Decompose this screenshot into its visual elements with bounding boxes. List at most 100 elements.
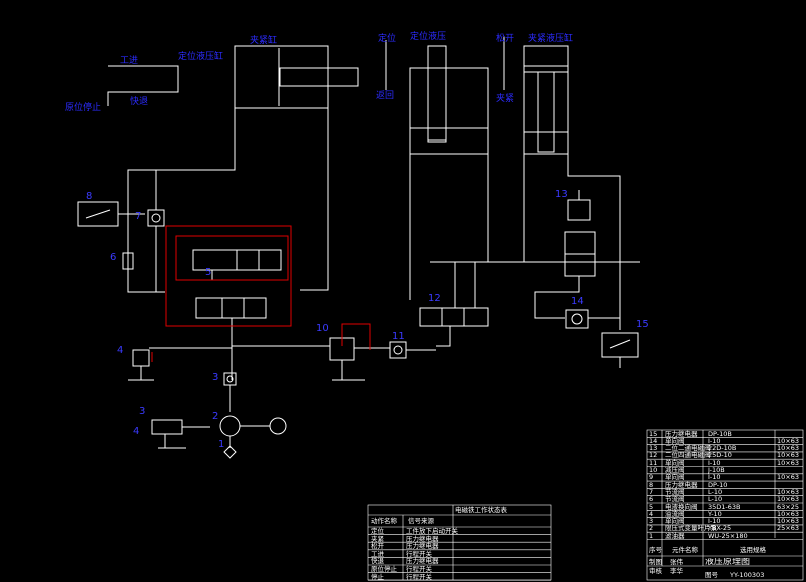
parts-cell: 7 <box>649 487 654 496</box>
label-work: 工进 <box>120 56 139 66</box>
action-table-title: 电磁铁工作状态表 <box>455 506 507 514</box>
parts-cell: 5 <box>649 502 654 511</box>
label-clamp-cyl: 夹紧缸 <box>250 36 278 46</box>
parts-cell: 节流阀 <box>665 487 685 496</box>
parts-cell: 12 <box>649 451 658 460</box>
footer-name: 元件名称 <box>672 546 698 554</box>
action-cell: 压力继电器 <box>406 534 439 543</box>
parts-cell: 10×63 <box>777 458 799 467</box>
parts-cell: 单向阀 <box>665 458 685 467</box>
action-cell: 快退 <box>371 557 384 566</box>
num-2: 2 <box>212 411 219 422</box>
action-cell: 行程开关 <box>406 572 432 581</box>
parts-cell: 10×63 <box>777 473 799 482</box>
parts-cell: L-10 <box>708 487 723 496</box>
drafter-label: 制图 <box>649 558 662 566</box>
num-3: 3 <box>139 406 146 417</box>
label-position: 定位 <box>378 34 397 44</box>
footer-spec: 选用规格 <box>740 546 766 554</box>
col-action: 动作名称 <box>371 517 397 525</box>
label-clamp-hyd: 夹紧液压缸 <box>528 34 574 44</box>
num-6: 6 <box>110 252 117 263</box>
parts-cell: I-10 <box>708 458 721 467</box>
parts-cell: I-10 <box>708 517 721 526</box>
num-15: 15 <box>636 319 649 330</box>
parts-cell: 单向阀 <box>665 473 685 482</box>
parts-cell: 二位四通电磁阀 <box>665 451 711 460</box>
action-cell: 压力继电器 <box>406 557 439 566</box>
action-cell: 工件放下启动开关 <box>406 527 458 535</box>
pilot-circuit <box>165 225 292 327</box>
parts-cell: YBX-25 <box>708 524 732 533</box>
checker-label: 审核 <box>649 567 662 575</box>
parts-cell: 4 <box>649 509 654 518</box>
action-cell: 工进 <box>371 549 384 558</box>
parts-cell: 滤油器 <box>665 531 685 540</box>
action-cell: 行程开关 <box>406 549 432 558</box>
drawing-no-label: 图号 <box>705 571 718 579</box>
parts-cell: 节流阀 <box>665 495 685 504</box>
label-position-cyl: 定位液压 <box>410 32 447 42</box>
num-12: 12 <box>428 293 441 304</box>
drafter-name: 张伟 <box>670 558 683 566</box>
num-7: 7 <box>135 211 142 222</box>
label-lock: 夹紧 <box>496 94 515 104</box>
clamp-cylinder <box>234 45 329 109</box>
num-5: 5 <box>205 267 212 278</box>
parts-cell: 10×63 <box>777 495 799 504</box>
parts-cell: 10×63 <box>777 451 799 460</box>
parts-cell: 8 <box>649 480 654 489</box>
num-4b: 4 <box>133 426 140 437</box>
parts-cell: I-10 <box>708 436 721 445</box>
parts-cell: I-10 <box>708 473 721 482</box>
label-return-stop: 返回 <box>376 91 395 101</box>
footer-seq: 序号 <box>649 546 662 554</box>
parts-table-grid <box>646 429 804 581</box>
parts-cell: 35D1-63B <box>708 502 741 511</box>
position-cylinder <box>409 67 489 155</box>
parts-cell: WU-25×180 <box>708 531 748 540</box>
num-13: 13 <box>555 189 568 200</box>
label-unlock: 松开 <box>496 34 515 44</box>
action-cell: 行程开关 <box>406 565 432 573</box>
parts-cell: 压力继电器 <box>665 429 698 438</box>
parts-cell: 10×63 <box>777 444 799 453</box>
parts-cell: 22D-10B <box>708 444 737 453</box>
parts-cell: J-10B <box>708 466 725 474</box>
clamp-cylinder-right <box>523 45 569 155</box>
parts-cell: 10×63 <box>777 509 799 518</box>
action-table-grid <box>367 504 552 581</box>
parts-cell: 15 <box>649 429 658 438</box>
action-cell: 定位 <box>371 527 384 535</box>
parts-cell: 10×63 <box>777 436 799 445</box>
num-14: 14 <box>571 296 584 307</box>
parts-cell: 11 <box>649 458 658 467</box>
num-11: 11 <box>392 331 405 342</box>
action-cell: 松开 <box>371 542 384 551</box>
num-8: 8 <box>86 191 93 202</box>
parts-cell: 63×25 <box>777 502 799 511</box>
col-signal: 信号来源 <box>408 517 434 525</box>
parts-cell: 10×63 <box>777 487 799 496</box>
checker-name: 李华 <box>670 567 683 575</box>
parts-cell: 溢流阀 <box>665 509 685 518</box>
parts-cell: 9 <box>649 473 654 482</box>
parts-cell: 3 <box>649 517 654 526</box>
parts-cell: 6 <box>649 495 654 504</box>
action-cell: 原位停止 <box>371 565 397 573</box>
parts-cell: DP-10 <box>708 480 728 489</box>
parts-cell: 二位二通电磁阀 <box>665 444 711 453</box>
label-fast-return-cyl: 定位液压缸 <box>178 52 224 62</box>
parts-cell: 单向阀 <box>665 517 685 526</box>
parts-cell: DP-10B <box>708 429 732 438</box>
drawing-code: YY-100303 <box>730 571 765 579</box>
parts-cell: 1 <box>649 531 654 540</box>
label-fast-return-stop: 原位停止 <box>65 103 102 113</box>
parts-cell: Y-10 <box>708 509 722 518</box>
parts-cell: 电液换向阀 <box>665 502 698 511</box>
parts-cell: 25×63 <box>777 524 799 533</box>
num-3b: 3 <box>212 372 219 383</box>
parts-cell: 14 <box>649 436 658 445</box>
parts-cell: 单向阀 <box>665 436 685 445</box>
